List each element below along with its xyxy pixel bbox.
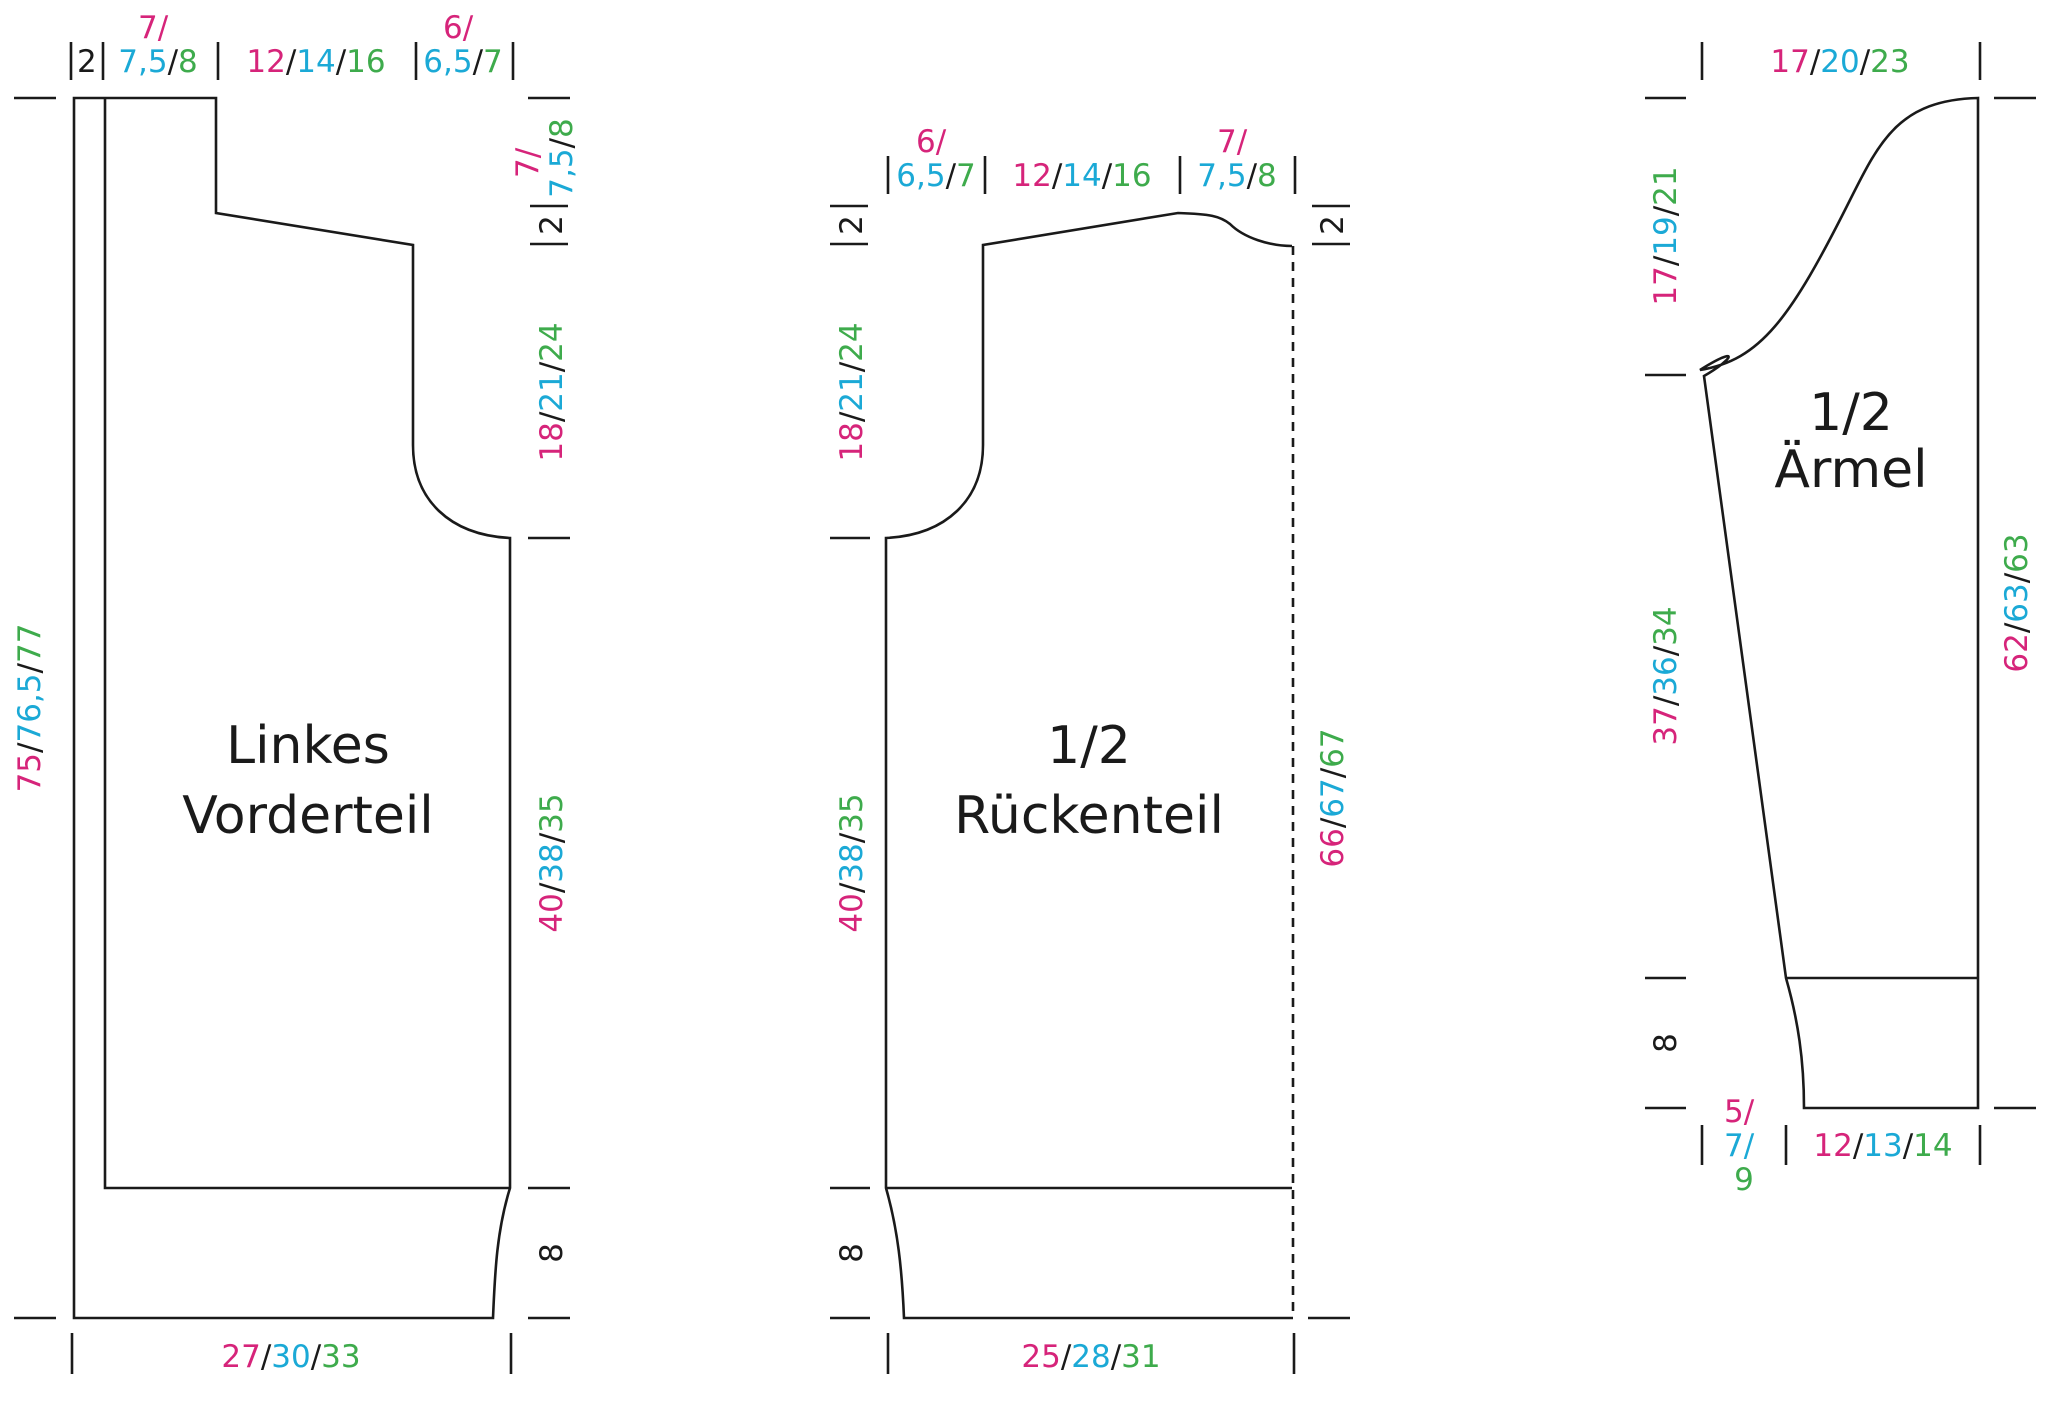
- front-neck-depth-label: 7/ 7,5/8: [510, 118, 580, 198]
- half-back-outline: [884, 211, 1293, 1320]
- back-neck-width-label: 7/ 7,5/8: [1197, 124, 1277, 194]
- front-body-height-label: 40/38/35: [534, 793, 570, 932]
- back-rib-height-label: 8: [834, 1243, 870, 1263]
- back-width-label: 25/28/31: [1021, 1339, 1160, 1375]
- back-armhole-height-label: 18/21/24: [834, 322, 870, 461]
- half-back-title-line1: 1/2: [1047, 716, 1131, 776]
- back-armhole-width-label: 6/ 6,5/7: [896, 124, 976, 194]
- sleeve-arm-height-label: 37/36/34: [1648, 606, 1684, 745]
- front-width-label: 27/30/33: [221, 1339, 360, 1375]
- back-shoulder-slope-label: 2: [834, 215, 870, 235]
- left-front-outline: [72, 96, 512, 1320]
- front-total-height-label: 75/76,5/77: [12, 624, 48, 793]
- left-front-title-line1: Linkes: [226, 716, 390, 776]
- half-sleeve-piece: 1/2 Ärmel: [1699, 96, 1980, 1110]
- front-rib-height-label: 8: [534, 1243, 570, 1263]
- half-sleeve-outline: [1699, 96, 1980, 1110]
- half-back-piece: 1/2 Rückenteil: [884, 211, 1295, 1320]
- front-shoulder-width-label: 12/14/16: [246, 44, 385, 80]
- sleeve-cuff-height-label: 8: [1648, 1033, 1684, 1053]
- front-band-width-label: 2: [77, 44, 97, 80]
- half-sleeve-ticks: [1645, 42, 2036, 1165]
- front-shoulder-slope-label: 2: [534, 215, 570, 235]
- sleeve-cuff-offset-label: 5/ 7/ 9: [1724, 1094, 1764, 1198]
- front-armhole-height-label: 18/21/24: [534, 322, 570, 461]
- sleeve-total-height-label: 62/63/63: [1999, 533, 2035, 672]
- left-front-title-line2: Vorderteil: [182, 786, 433, 846]
- back-neck-rise-label: 2: [1315, 215, 1351, 235]
- half-back-title-line2: Rückenteil: [954, 786, 1224, 846]
- front-armhole-width-label: 6/ 6,5/7: [423, 10, 503, 80]
- sleeve-cuff-width-label: 12/13/14: [1813, 1128, 1952, 1164]
- sleeve-cap-height-label: 17/19/21: [1648, 166, 1684, 305]
- back-shoulder-width-label: 12/14/16: [1012, 158, 1151, 194]
- left-front-piece: Linkes Vorderteil: [72, 96, 512, 1320]
- left-front-top-ticks: [14, 42, 570, 1374]
- half-back-ticks: [830, 156, 1350, 1374]
- back-body-height-label: 40/38/35: [834, 793, 870, 932]
- front-neck-width-label: 7/ 7,5/8: [118, 10, 198, 80]
- left-front-band-line: [103, 98, 510, 1190]
- sleeve-top-width-label: 17/20/23: [1770, 44, 1909, 80]
- back-total-height-label: 66/67/67: [1315, 728, 1351, 867]
- half-sleeve-title-line2: Ärmel: [1774, 439, 1927, 500]
- half-sleeve-title-line1: 1/2: [1809, 383, 1893, 443]
